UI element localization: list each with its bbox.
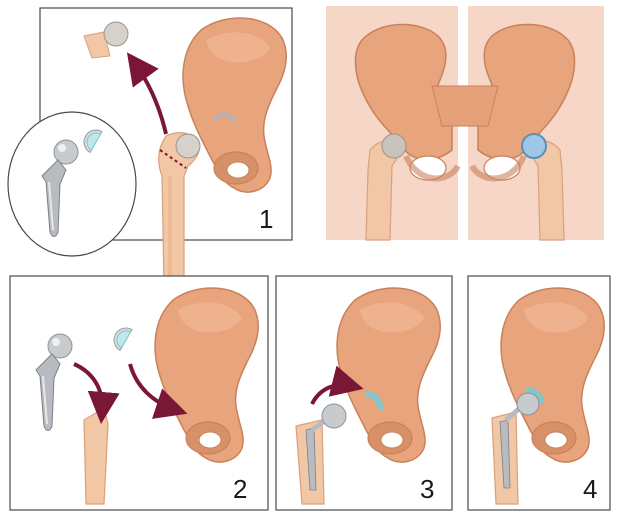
panel-4: 4 bbox=[467, 275, 611, 511]
sacrum bbox=[431, 85, 499, 127]
inset-circle bbox=[7, 111, 137, 257]
acetabulum-cartilage bbox=[212, 112, 238, 123]
pelvis-right-half bbox=[477, 23, 576, 161]
femur-icon bbox=[83, 407, 109, 505]
implant-ball bbox=[516, 392, 540, 416]
arthritic-head bbox=[175, 133, 201, 159]
step-label: 1 bbox=[259, 204, 273, 234]
curved-arrow-icon bbox=[128, 363, 188, 419]
pelvis-left-half bbox=[354, 23, 453, 161]
implant-ball bbox=[321, 403, 347, 429]
panel-3: 3 bbox=[275, 275, 453, 511]
panel-2: 2 bbox=[9, 275, 269, 511]
femur-icon bbox=[365, 133, 407, 241]
curved-arrow-icon bbox=[126, 52, 168, 135]
curved-arrow-icon bbox=[73, 362, 120, 424]
cut-line bbox=[159, 149, 187, 169]
step-label: 3 bbox=[420, 474, 434, 504]
acetabular-cup-icon bbox=[525, 387, 545, 405]
pelvis-overview bbox=[326, 6, 604, 241]
curved-arrow-icon bbox=[310, 365, 364, 405]
hip-implant-stem-icon bbox=[499, 419, 511, 489]
acetabular-cup-icon bbox=[365, 390, 384, 411]
implant-components-inset bbox=[7, 111, 137, 257]
removed-femoral-head bbox=[83, 21, 129, 59]
step-label: 2 bbox=[233, 474, 247, 504]
hip-implant-stem-icon bbox=[521, 133, 565, 241]
step-label: 4 bbox=[583, 474, 597, 504]
